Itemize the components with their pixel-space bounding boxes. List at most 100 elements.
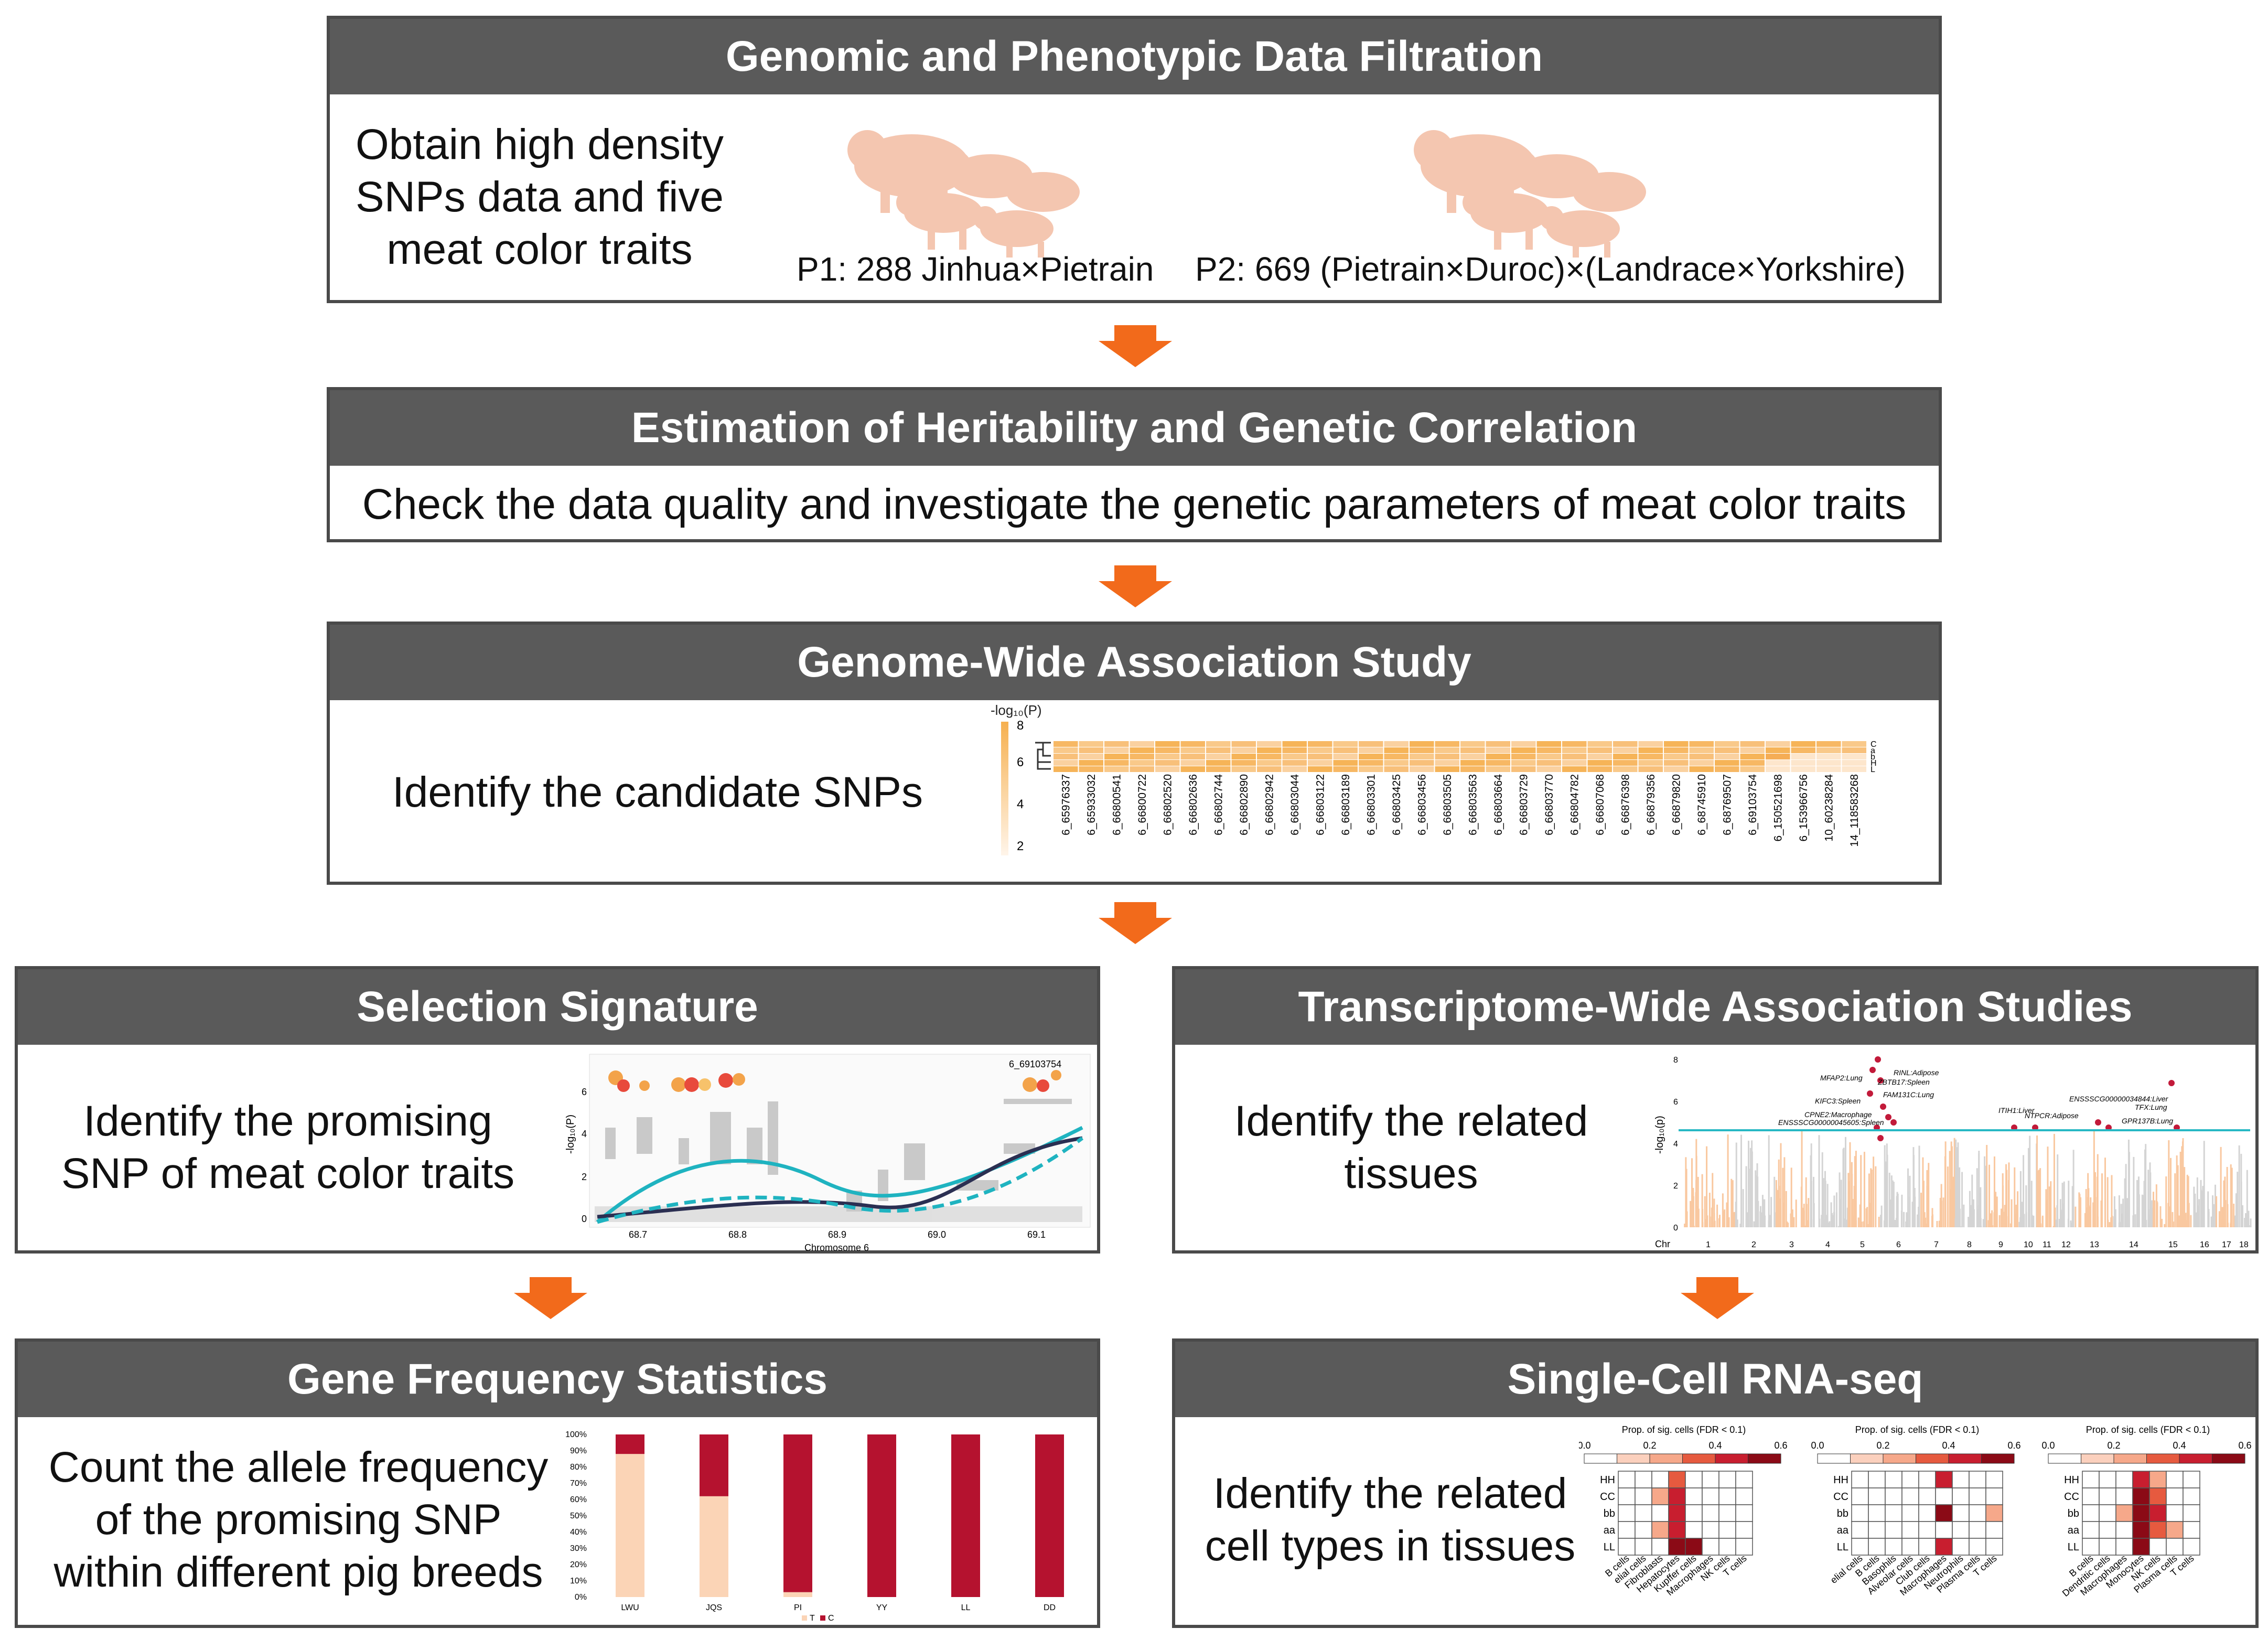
heatmap-cell [1359,754,1383,759]
heatmap-cell [1851,1538,1869,1556]
heatmap-cell [2099,1487,2116,1505]
heatmap-cell [1885,1521,1902,1539]
heatmap-cell [2132,1538,2150,1556]
heatmap-cell [1635,1471,1652,1488]
breed-label: YY [876,1603,888,1612]
step-title: Genomic and Phenotypic Data Filtration [330,19,1939,94]
heatmap-cell [1206,741,1231,747]
x-axis-label: Chromosome 6 [804,1242,869,1253]
heatmap-cell [1104,747,1129,753]
heatmap-cell [1766,760,1790,766]
heatmap-cell [1868,1521,1886,1539]
selection-signature-plot: -log₁₀(P) 0 2 4 6 6_69103754 68.7 68.8 6… [565,1054,1091,1253]
y-tick: 0 [582,1214,587,1224]
heatmap-cell [1689,754,1714,759]
heatmap-cell [1613,766,1638,772]
heatmap-cell [1715,741,1739,747]
heatmap-cell [2115,1538,2133,1556]
heatmap-cell [2183,1521,2200,1539]
heatmap-cell [1685,1487,1703,1505]
heatmap-cell [1868,1487,1886,1505]
step-description: Identify the related tissues [1175,1095,1647,1200]
pig-group-p1-icon [847,130,1080,258]
heatmap-cell [1791,741,1815,747]
snp-tick-label: 6_66803456 [1416,774,1428,835]
x-tick: 68.9 [828,1229,846,1240]
snp-tick-label: 6_69103754 [1747,774,1759,835]
heatmap-cell [1842,747,1866,753]
heatmap-cell [1410,760,1434,766]
snp-tick-label: 14_118583268 [1848,774,1861,847]
heatmap-cell [2132,1471,2150,1488]
scale-tick: 0.0 [2041,1440,2055,1451]
arrow-down-icon [1681,1277,1754,1319]
snp-tick-label: 6_66879820 [1670,774,1682,835]
heatmap-cell [1104,754,1129,759]
legend-tick: 6 [1017,755,1024,769]
heatmap-cell [1885,1487,1902,1505]
breed-label: JQS [706,1603,722,1612]
heatmap-cell [1718,1538,1736,1556]
chr-tick: 4 [1825,1240,1830,1249]
heatmap-cell [1562,760,1587,766]
heatmap-cell [1460,754,1485,759]
heatmap-cell [1668,1487,1686,1505]
heatmap-cell [1231,766,1256,772]
chromosome-points [2234,1145,2252,1227]
heatmap-cell [1638,766,1663,772]
heatmap-cell [1562,741,1587,747]
navy-trend-line [597,1136,1083,1219]
chromosome-points [2193,1141,2217,1227]
heatmap-cell [1155,760,1180,766]
heatmap-cell [1486,766,1510,772]
teal-trend-line [596,1126,1083,1224]
significant-point [1875,1056,1881,1063]
chr-tick: 16 [2200,1240,2209,1249]
heatmap-cell [1668,1504,1686,1522]
heatmap-cell [1668,1471,1686,1488]
heatmap-cell [1985,1538,2003,1556]
snp-tick-label: 6_66876398 [1619,774,1631,835]
heatmap-cell [1935,1487,1953,1505]
y-axis-label: -log₁₀(P) [565,1115,576,1154]
heatmap-cell [1985,1471,2003,1488]
heatmap-cell [1384,754,1409,759]
heatmap-cell [1816,747,1841,753]
heatmap-cell [1054,741,1078,747]
scale-tick: 0.4 [2173,1440,2186,1451]
row-label: bb [1837,1508,1848,1519]
chr-tick: 3 [1789,1240,1794,1249]
legend-tick: 4 [1017,797,1024,811]
heatmap-cell [1257,741,1282,747]
heatmap-cell [1282,747,1307,753]
chr-tick: 13 [2090,1240,2099,1249]
heatmap-cell [1969,1504,1986,1522]
heatmap-cell [1257,760,1282,766]
heatmap-cell [2082,1471,2100,1488]
heatmap-cell [2183,1471,2200,1488]
bar-t [700,1496,728,1597]
legend-label-c: C [828,1614,834,1623]
heatmap-cell [1816,766,1841,772]
heatmap-cell [1206,766,1231,772]
heatmap-cell [1715,754,1739,759]
y-tick: 30% [570,1544,587,1553]
snp-tick-label: 6_66802520 [1162,774,1174,835]
row-label: LL [1837,1541,1848,1553]
gene-label: CPNE2:Macrophage [1804,1110,1872,1119]
heatmap-cell [1333,754,1358,759]
chr-tick: 7 [1934,1240,1939,1249]
heatmap-cell [1359,741,1383,747]
gene-label: NTPCR:Adipose [2025,1111,2079,1120]
heatmap-cell [1359,747,1383,753]
heatmap-cell [1952,1471,1970,1488]
text-line: of the promising SNP [95,1496,502,1544]
row-label: H [1871,759,1877,768]
heatmap-cell [1918,1521,1936,1539]
gene-label: ENSSSCG00000045605:Spleen [1778,1118,1884,1127]
heatmap-cell [1536,754,1561,759]
snp-tick-label: 6_65976337 [1060,774,1072,835]
x-tick: 69.0 [928,1229,946,1240]
